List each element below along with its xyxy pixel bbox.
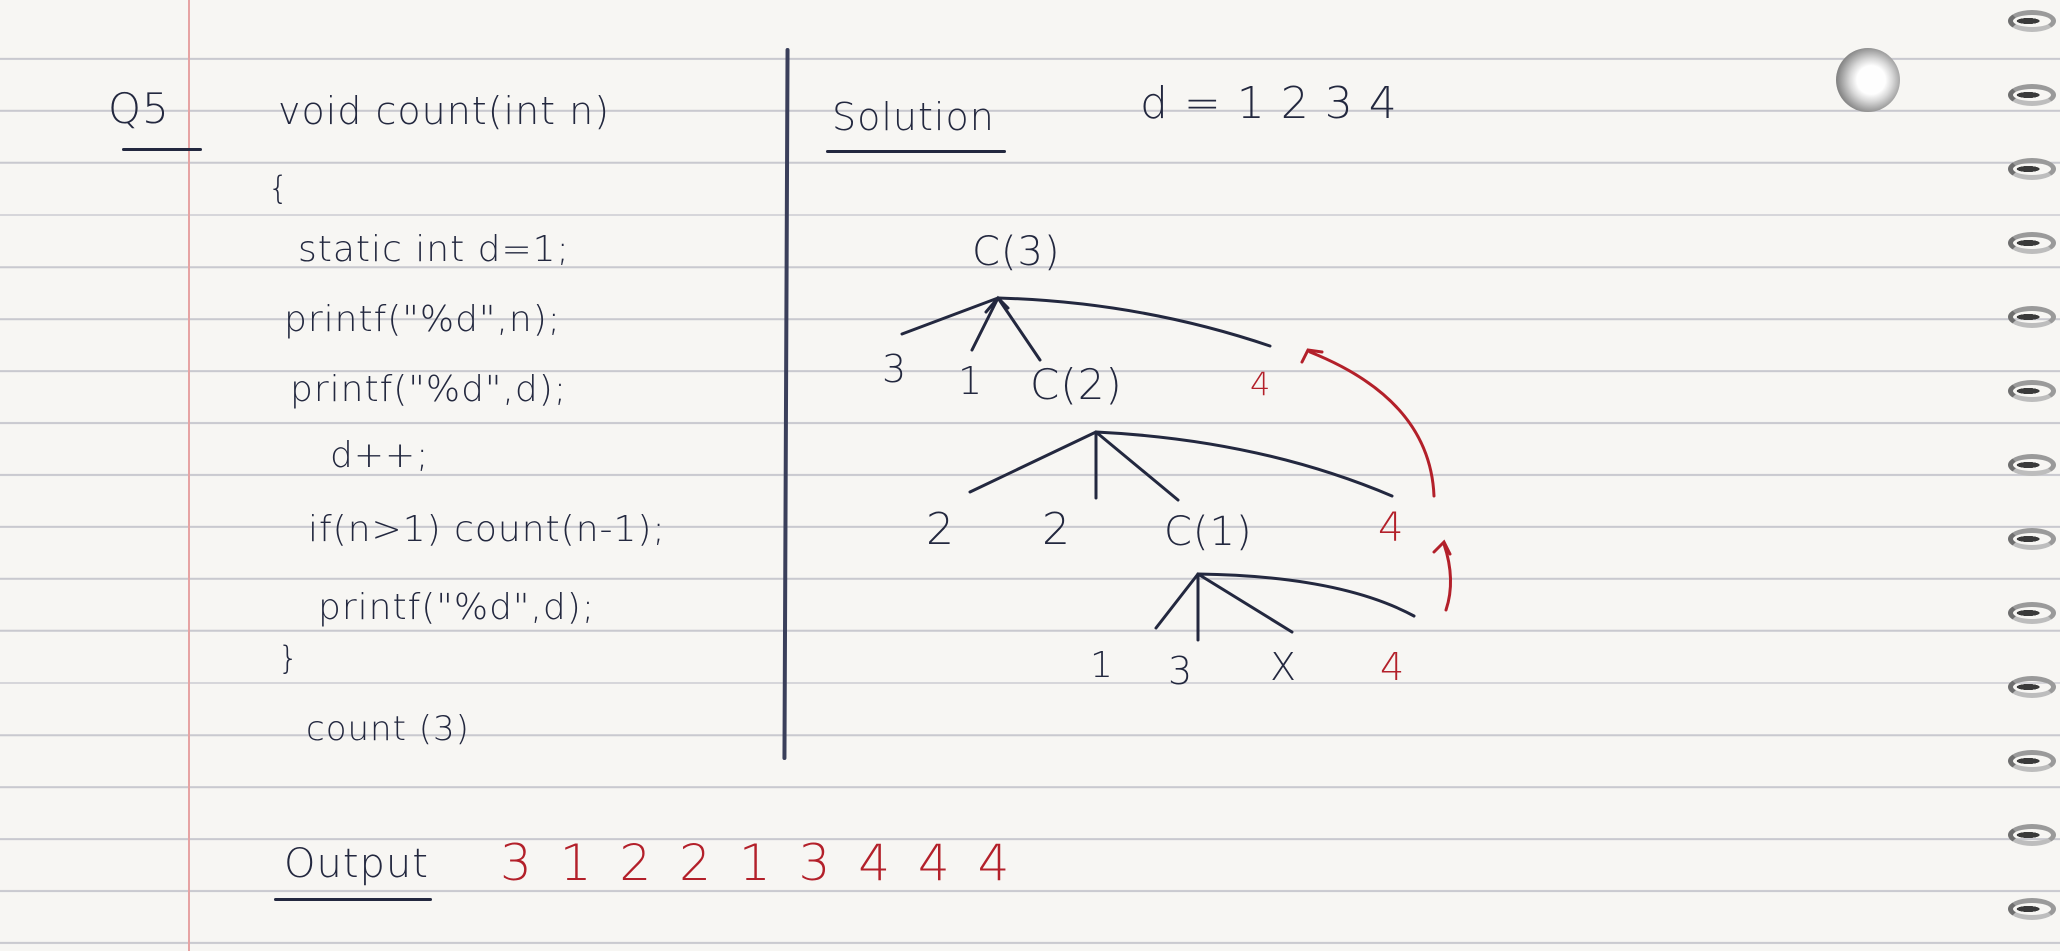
spiral-ring [2008, 818, 2060, 852]
tree-l3-value-d: 3 [1168, 649, 1194, 693]
tree-l1-value-n: 3 [882, 347, 908, 391]
question-label: Q5 [108, 84, 170, 133]
code-line-printf-d-end: printf("%d",d); [318, 587, 595, 628]
spiral-ring [2008, 4, 2060, 38]
solution-underline [826, 150, 1006, 153]
tree-l3-branch-n [1154, 572, 1200, 630]
return-arrow-l2-to-l1 [1308, 350, 1436, 498]
punch-hole [1836, 48, 1900, 112]
return-arrowhead-l2 [1432, 539, 1452, 556]
question-label-underline [122, 148, 202, 151]
tree-l2-branch-return [1094, 430, 1394, 498]
return-arrow-l3-to-l2 [1442, 542, 1453, 612]
code-line-increment: d++; [330, 435, 430, 476]
tree-l2-value-d: 2 [1042, 504, 1071, 555]
tree-l1-branch-call [996, 296, 1042, 362]
function-call: count (3) [306, 709, 470, 749]
tree-l1-branch-return [996, 296, 1272, 348]
tree-l2-branch-call [1094, 430, 1180, 502]
output-underline [274, 898, 432, 901]
tree-l1-return: 4 [1250, 365, 1272, 403]
spiral-ring [2008, 670, 2060, 704]
spiral-ring [2008, 448, 2060, 482]
spiral-ring [2008, 226, 2060, 260]
spiral-ring [2008, 152, 2060, 186]
spiral-ring [2008, 300, 2060, 334]
tree-l1-branch-n [900, 296, 1000, 336]
tree-l3-value-n: 1 [1090, 645, 1114, 686]
tree-root-call: C(3) [972, 229, 1061, 275]
output-values: 3 1 2 2 1 3 4 4 4 [500, 834, 1016, 892]
open-brace: { [268, 169, 290, 207]
tree-l3-branch-x [1196, 572, 1294, 634]
tree-l3-branch-return [1196, 572, 1416, 618]
spiral-ring [2008, 522, 2060, 556]
tree-l3-value-x: X [1270, 645, 1298, 689]
margin-line [188, 0, 190, 951]
spiral-ring [2008, 892, 2060, 926]
tree-l1-branch-d [970, 296, 1000, 352]
code-line-static: static int d=1; [298, 229, 570, 270]
tree-l1-value-d: 1 [958, 359, 984, 403]
solution-heading: Solution [832, 95, 995, 139]
tree-l2-value-n: 2 [926, 504, 955, 555]
code-line-printf-n: printf("%d",n); [284, 299, 561, 340]
spiral-ring [2008, 744, 2060, 778]
tree-l2-call: C(1) [1164, 509, 1253, 555]
output-label: Output [284, 841, 429, 887]
column-divider [782, 47, 790, 761]
tree-l1-call: C(2) [1030, 360, 1123, 409]
d-values: d = 1 2 3 4 [1140, 78, 1398, 129]
function-signature: void count(int n) [278, 89, 611, 133]
tree-l2-return: 4 [1378, 505, 1405, 551]
spiral-ring [2008, 374, 2060, 408]
code-line-recursive-call: if(n>1) count(n-1); [308, 509, 666, 550]
code-line-printf-d: printf("%d",d); [290, 369, 567, 410]
return-arrowhead-l1 [1300, 348, 1324, 364]
close-brace: } [278, 639, 300, 677]
tree-l1-arrowhead [984, 295, 1010, 314]
spiral-ring [2008, 78, 2060, 112]
tree-l3-return: 4 [1380, 645, 1406, 689]
tree-l2-branch-n [968, 430, 1098, 494]
spiral-ring [2008, 596, 2060, 630]
